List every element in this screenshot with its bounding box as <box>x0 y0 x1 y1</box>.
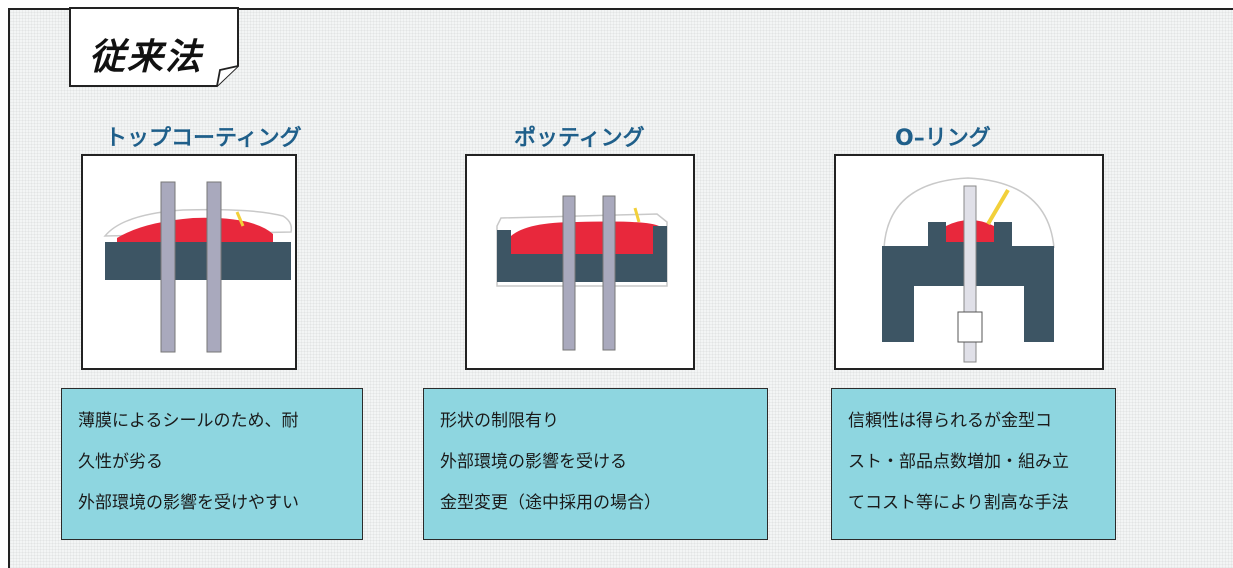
note-top-coating: 薄膜によるシールのため、耐 久性が劣る 外部環境の影響を受けやすい <box>61 388 363 540</box>
note-line: 金型変更（途中採用の場合） <box>440 493 661 513</box>
method-title-potting: ポッティング <box>514 126 645 151</box>
method-tag: 従来法 <box>69 0 239 88</box>
note-o-ring: 信頼性は得られるが金型コ スト・部品点数増加・組み立 てコスト等により割高な手法 <box>831 388 1116 540</box>
note-line: 外部環境の影響を受けやすい <box>78 493 299 513</box>
tag-shape <box>69 7 239 87</box>
method-title-o-ring: O–リング <box>895 126 991 151</box>
note-line: 外部環境の影響を受ける <box>440 452 627 472</box>
note-line: 久性が劣る <box>78 452 163 472</box>
method-title-top-coating: トップコーティング <box>105 126 302 151</box>
note-line: 薄膜によるシールのため、耐 <box>78 411 299 431</box>
illustration-o-ring <box>834 154 1104 370</box>
note-line: スト・部品点数増加・組み立 <box>848 452 1069 472</box>
note-line: 信頼性は得られるが金型コ <box>848 411 1052 431</box>
illustration-potting <box>465 154 695 370</box>
note-potting: 形状の制限有り 外部環境の影響を受ける 金型変更（途中採用の場合） <box>423 388 768 540</box>
note-line: 形状の制限有り <box>440 411 559 431</box>
illustration-top-coating <box>81 154 297 370</box>
tag-label: 従来法 <box>89 37 204 78</box>
note-line: てコスト等により割高な手法 <box>848 493 1069 513</box>
